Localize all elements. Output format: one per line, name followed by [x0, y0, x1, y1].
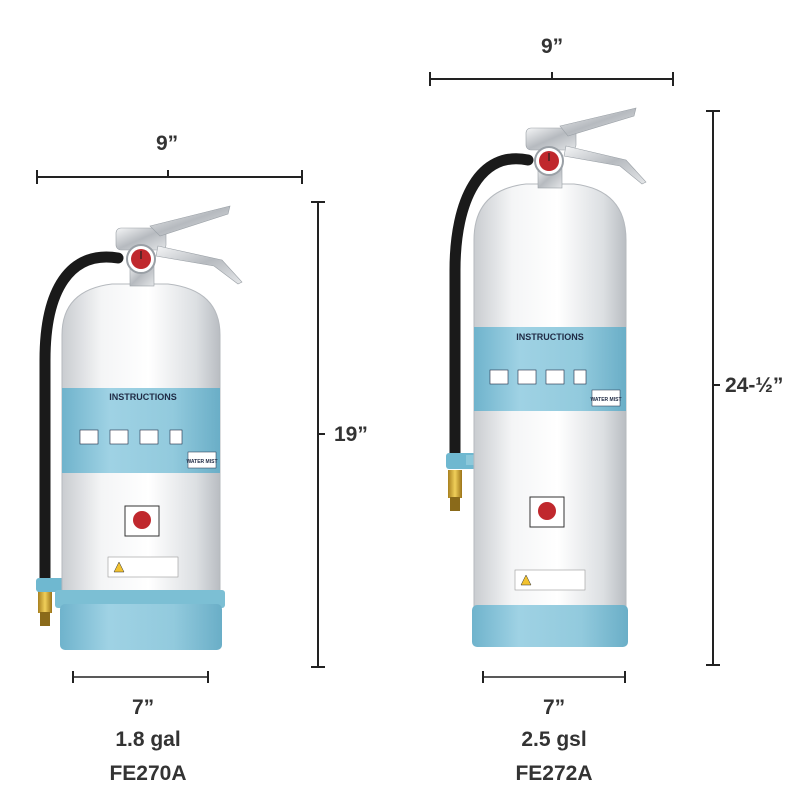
right-height-label: 24-½”: [725, 374, 784, 397]
brand-logo-mark: [133, 511, 151, 529]
water-mist-badge: [187, 451, 217, 469]
hose: [449, 153, 534, 466]
nozzle: [448, 470, 462, 498]
water-mist-text: WATER MIST: [590, 397, 621, 403]
warning-triangle-icon: [113, 561, 125, 573]
left-capacity: 1.8 gal: [115, 728, 181, 751]
dimension-lines: [36, 72, 720, 683]
warning-sticker: [514, 569, 586, 591]
left-top-width-label: 9”: [156, 132, 179, 155]
squeeze-lever: [155, 245, 243, 285]
base-lower: [60, 604, 222, 650]
right-base-width-label: 7”: [543, 696, 566, 719]
warning-sticker: [107, 556, 179, 578]
squeeze-lever: [563, 145, 647, 185]
right-top-width-label: 9”: [541, 35, 564, 58]
water-mist-badge: [591, 389, 621, 407]
instructions-title: INSTRUCTIONS: [516, 332, 584, 342]
base: [472, 605, 628, 647]
extinguisher-fe272a: INSTRUCTIONS WATER MIST: [446, 107, 647, 647]
base: [55, 590, 225, 608]
hose-bracket: [36, 578, 66, 592]
left-model: FE270A: [109, 762, 187, 785]
nozzle-tip: [40, 612, 50, 626]
left-height-label: 19”: [334, 423, 368, 446]
right-capacity: 2.5 gsl: [521, 728, 587, 751]
extinguisher-fe270a: INSTRUCTIONS WATER MIST: [36, 205, 243, 650]
water-mist-text: WATER MIST: [186, 459, 217, 465]
right-model: FE272A: [515, 762, 593, 785]
instruction-icons: [79, 429, 183, 445]
carry-handle: [559, 107, 637, 137]
warning-triangle-icon: [520, 574, 532, 586]
hose: [39, 251, 124, 591]
carry-handle: [149, 205, 231, 237]
brand-logo-mark: [538, 502, 556, 520]
left-base-width-label: 7”: [132, 696, 155, 719]
instructions-title: INSTRUCTIONS: [109, 392, 177, 402]
nozzle-tip: [450, 497, 460, 511]
instruction-icons: [489, 369, 587, 385]
